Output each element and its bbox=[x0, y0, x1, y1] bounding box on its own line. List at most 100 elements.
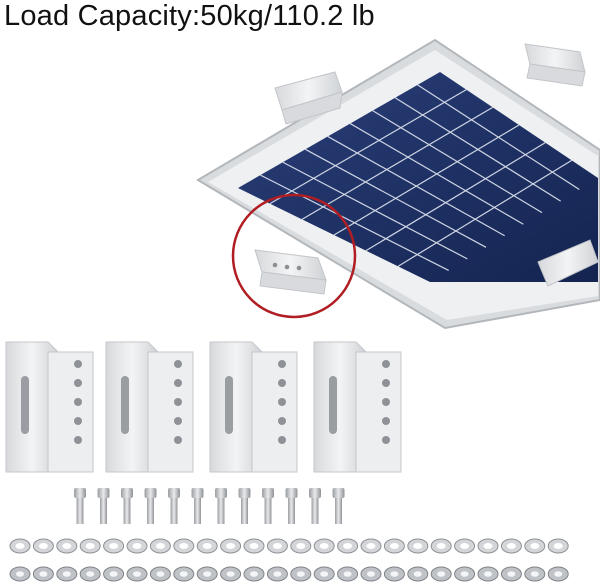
washer-hole bbox=[202, 543, 212, 549]
nut bbox=[547, 566, 569, 582]
bolt-shaft bbox=[335, 498, 342, 524]
washer-hole bbox=[85, 543, 95, 549]
bracket-right bbox=[537, 239, 599, 287]
nut bbox=[524, 566, 546, 582]
washer bbox=[454, 538, 476, 554]
washer-hole bbox=[132, 543, 142, 549]
bolt-shaft bbox=[194, 498, 201, 524]
nut-hole bbox=[16, 571, 24, 577]
washer-hole bbox=[296, 543, 306, 549]
nut bbox=[313, 566, 335, 582]
nut bbox=[383, 566, 405, 582]
nut-hole bbox=[343, 571, 352, 577]
nut-hole bbox=[86, 571, 95, 577]
nut-hole bbox=[437, 571, 446, 577]
washer bbox=[337, 538, 359, 554]
nut-hole bbox=[413, 571, 422, 577]
washer bbox=[290, 538, 312, 554]
washer bbox=[360, 538, 382, 554]
cell-gridline bbox=[301, 106, 493, 220]
load-capacity-caption: Load Capacity:50kg/110.2 lb bbox=[4, 0, 375, 32]
washer-hole bbox=[226, 543, 236, 549]
bracket-hole bbox=[174, 360, 182, 368]
nut-hole bbox=[109, 571, 118, 577]
nut-hole bbox=[484, 571, 492, 577]
bolt-shaft bbox=[311, 498, 319, 524]
washer bbox=[103, 538, 125, 554]
bolt-head bbox=[309, 488, 321, 498]
bolt-shaft bbox=[100, 498, 107, 524]
bolt-shaft bbox=[76, 498, 84, 524]
bracket-slot bbox=[329, 376, 337, 434]
nut bbox=[173, 566, 195, 582]
washer-hole bbox=[343, 543, 353, 549]
nut-hole bbox=[62, 571, 71, 577]
nut bbox=[500, 566, 522, 582]
washer bbox=[173, 538, 195, 554]
panel-cells bbox=[238, 72, 598, 282]
nut-hole bbox=[273, 571, 282, 577]
bolt-shaft bbox=[147, 498, 154, 524]
washer-hole bbox=[249, 543, 259, 549]
nut bbox=[196, 566, 218, 582]
bolt-shaft bbox=[170, 498, 178, 524]
washer bbox=[9, 538, 31, 554]
washer bbox=[149, 538, 171, 554]
bracket-right-face bbox=[47, 351, 94, 473]
bolt-shaft bbox=[264, 498, 272, 524]
washer-hole bbox=[436, 543, 446, 549]
z-bracket bbox=[105, 341, 194, 473]
bolt bbox=[191, 488, 204, 524]
washer-hole bbox=[553, 543, 563, 549]
washer bbox=[220, 538, 242, 554]
bolt bbox=[238, 488, 251, 524]
bracket-right-face bbox=[355, 351, 402, 473]
nut bbox=[454, 566, 476, 582]
bolt bbox=[215, 488, 227, 524]
washer bbox=[524, 538, 546, 554]
bolt-head bbox=[144, 488, 157, 498]
bracket-hole bbox=[278, 379, 286, 387]
nut-hole bbox=[133, 571, 141, 577]
washer bbox=[126, 538, 148, 554]
bolt-head bbox=[332, 488, 345, 498]
bracket-hole bbox=[174, 417, 182, 425]
bracket-right-face bbox=[147, 351, 194, 473]
washer bbox=[500, 538, 522, 554]
washer-hole bbox=[155, 543, 165, 549]
bracket-hole bbox=[382, 417, 390, 425]
nut bbox=[266, 566, 288, 582]
bracket-hole bbox=[278, 398, 286, 406]
nut bbox=[149, 566, 171, 582]
nut-hole bbox=[203, 571, 212, 577]
washers-row bbox=[9, 538, 569, 554]
bolt bbox=[332, 488, 345, 524]
washer-hole bbox=[506, 543, 516, 549]
nut bbox=[220, 566, 242, 582]
washer-hole bbox=[483, 543, 493, 549]
bracket-hole bbox=[174, 379, 182, 387]
nut-hole bbox=[554, 571, 563, 577]
bolt-head bbox=[285, 488, 298, 498]
bracket-slot bbox=[121, 376, 129, 434]
washer-hole bbox=[62, 543, 72, 549]
washer-hole bbox=[319, 543, 329, 549]
washer-hole bbox=[389, 543, 399, 549]
bracket-hole bbox=[74, 417, 82, 425]
bracket-hole bbox=[382, 379, 390, 387]
cell-gridline bbox=[333, 124, 520, 236]
nut-hole bbox=[460, 571, 469, 577]
bracket-slot bbox=[225, 376, 233, 434]
washer-hole bbox=[272, 543, 282, 549]
nut bbox=[290, 566, 312, 582]
bracket-hole bbox=[278, 360, 286, 368]
panel-cell-grid bbox=[260, 84, 580, 271]
washer-hole bbox=[530, 543, 540, 549]
nut bbox=[407, 566, 429, 582]
nut bbox=[477, 566, 499, 582]
washer-hole bbox=[366, 543, 376, 549]
washer-hole bbox=[15, 543, 25, 549]
washer-hole bbox=[179, 543, 189, 549]
nut bbox=[360, 566, 382, 582]
